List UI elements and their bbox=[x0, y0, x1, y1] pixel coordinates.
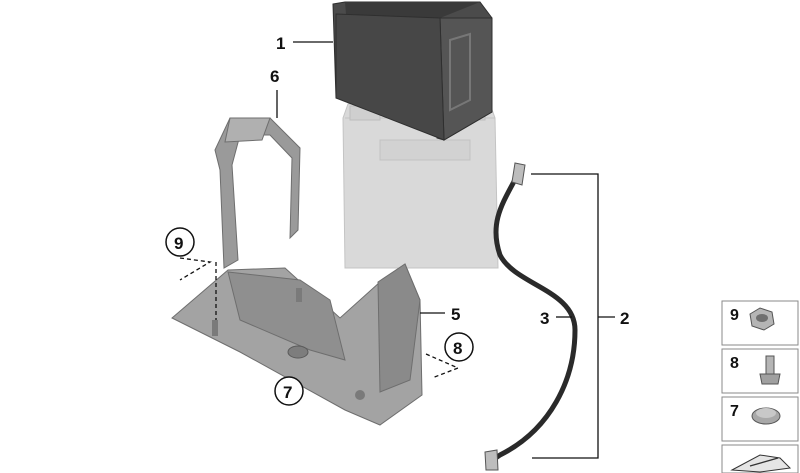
callout-6: 6 bbox=[270, 67, 279, 86]
catalog-arrow-icon bbox=[730, 454, 792, 473]
hex-nut-icon bbox=[749, 307, 775, 331]
svg-text:8: 8 bbox=[453, 339, 462, 358]
upper-bracket-part bbox=[214, 117, 301, 269]
base-plug bbox=[287, 345, 309, 359]
callout-3: 3 bbox=[540, 309, 549, 328]
battery-tray-part bbox=[332, 1, 493, 141]
battery-support-part bbox=[171, 263, 423, 426]
legend-item-7[interactable]: 7 bbox=[721, 396, 799, 442]
callout-1: 1 bbox=[276, 34, 285, 53]
callout-8-circle: 8 bbox=[444, 332, 474, 362]
legend-item-9[interactable]: 9 bbox=[721, 300, 799, 346]
svg-text:8: 8 bbox=[730, 355, 739, 372]
legend-item-arrow[interactable] bbox=[721, 444, 799, 473]
callout-7-circle: 7 bbox=[274, 376, 304, 406]
battery-cable-part bbox=[484, 162, 578, 471]
battery-illustration bbox=[342, 103, 499, 269]
callout-2: 2 bbox=[620, 309, 629, 328]
callout-5: 5 bbox=[451, 305, 460, 324]
svg-text:9: 9 bbox=[730, 307, 739, 324]
svg-text:7: 7 bbox=[283, 383, 292, 402]
plug-cap-icon bbox=[751, 407, 781, 425]
parts-legend: 9 8 7 bbox=[721, 300, 799, 473]
svg-text:7: 7 bbox=[730, 403, 739, 420]
svg-text:9: 9 bbox=[174, 234, 183, 253]
legend-item-8[interactable]: 8 bbox=[721, 348, 799, 394]
leader-lines bbox=[179, 41, 615, 459]
callout-9-circle: 9 bbox=[165, 227, 195, 257]
stud-bolt-icon bbox=[759, 355, 781, 385]
